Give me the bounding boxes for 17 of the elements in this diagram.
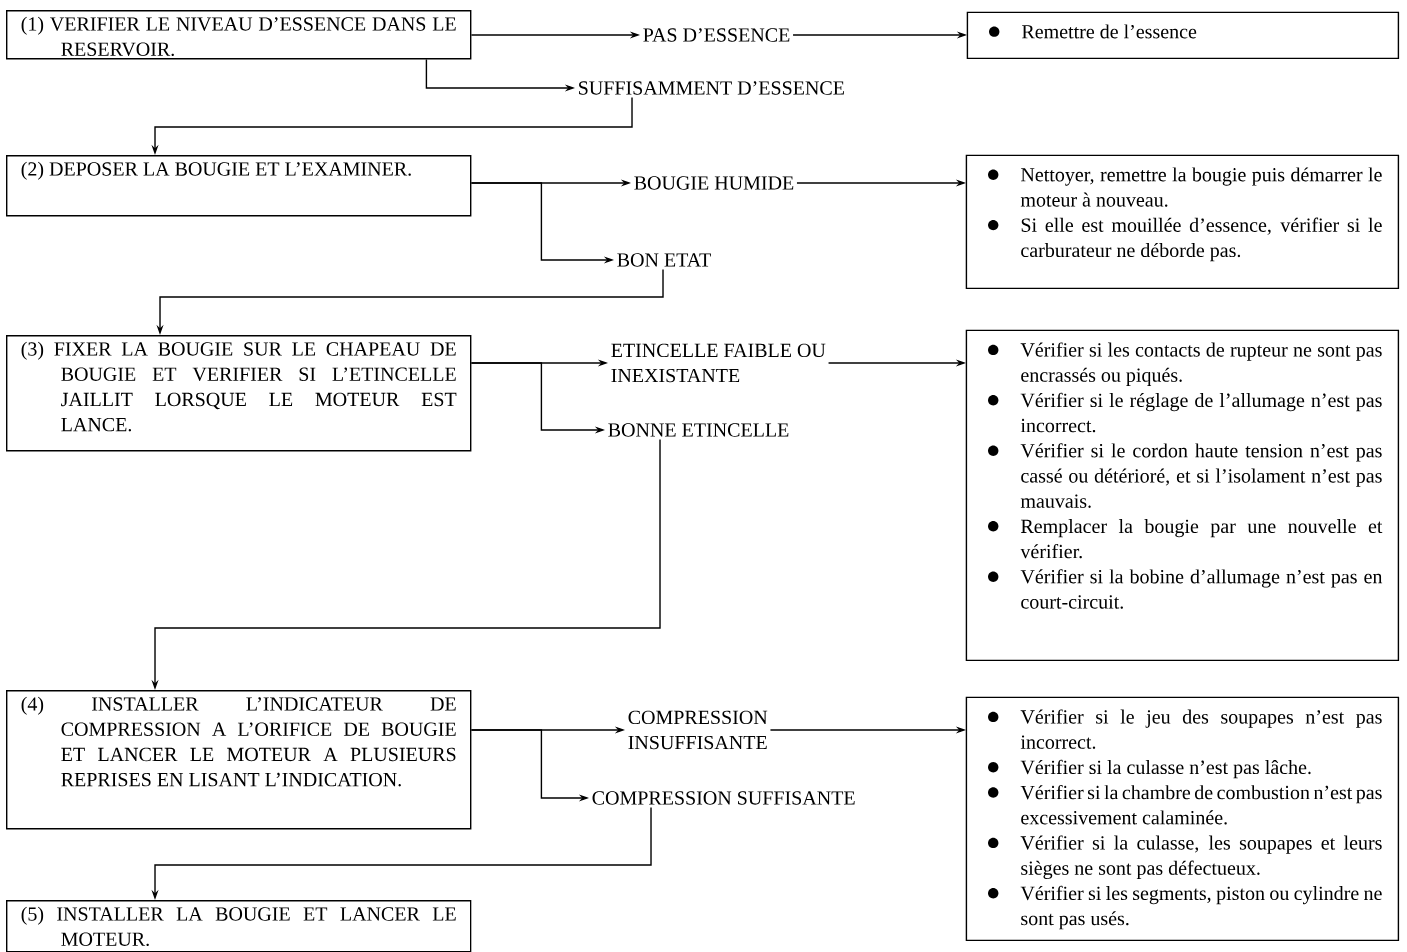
outcome-label: SUFFISAMMENT D’ESSENCE [579,81,844,95]
outcome-label: COMPRESSION SUFFISANTE [592,791,855,805]
action-box: Remettre de l’essence [966,11,1400,60]
outcome-label: BONNE ETINCELLE [608,423,789,437]
outcome-label: ETINCELLE FAIBLE OU INEXISTANTE [611,343,826,383]
step-box: (5) INSTALLER LA BOUGIE ET LANCER LE MOTEUR. [6,900,472,952]
step-box: (4) INSTALLER L’INDICATEUR DE COMPRESSION A L’ORIFICE DE BOUGIE ET LANCER LE MOTEUR A PLUSIEURS REPRISES EN LISANT L’INDICATION. [6,690,472,830]
step-box: (3) FIXER LA BOUGIE SUR LE CHAPEAU DE BOUGIE ET VERIFIER SI L’ETINCELLE JAILLIT LORSQUE LE MOTEUR EST LANCE. [6,335,472,452]
outcome-label: BON ETAT [617,253,711,267]
outcome-label: COMPRESSION INSUFFISANTE [628,710,768,750]
step-box: (2) DEPOSER LA BOUGIE ET L’EXAMINER. [6,155,472,217]
outcome-label: PAS D’ESSENCE [643,28,790,42]
step-box: (1) VERIFIER LE NIVEAU D’ESSENCE DANS LE RESERVOIR. [6,10,472,60]
action-box: Nettoyer, remettre la bougie puis démarrer le moteur à nouveau. Si elle est mouillée d’essence, vérifier si le carburateur ne déborde pas. [965,154,1400,290]
outcome-label: BOUGIE HUMIDE [634,176,794,190]
action-box: Vérifier si le jeu des soupapes n’est pas incorrect. Vérifier si la culasse n’est pas lâche. Vérifier si la chambre de combustion n’est pas excessivement calaminée. Vérifier si la culasse, les soupapes et leurs sièges ne sont pas défectueux. Vérifier si les segments, piston ou cylindre ne sont pas usés. [965,696,1400,942]
action-box: Vérifier si les contacts de rupteur ne sont pas encrassés ou piqués. Vérifier si le réglage de l’allumage n’est pas incorrect. Vérifier si le cordon haute tension n’est pas cassé ou détérioré, et si l’isolament n’est pas mauvais. Remplacer la bougie par une nouvelle et vérifier. Vérifier si la bobine d’allumage n’est pas en court-circuit. [965,329,1400,662]
